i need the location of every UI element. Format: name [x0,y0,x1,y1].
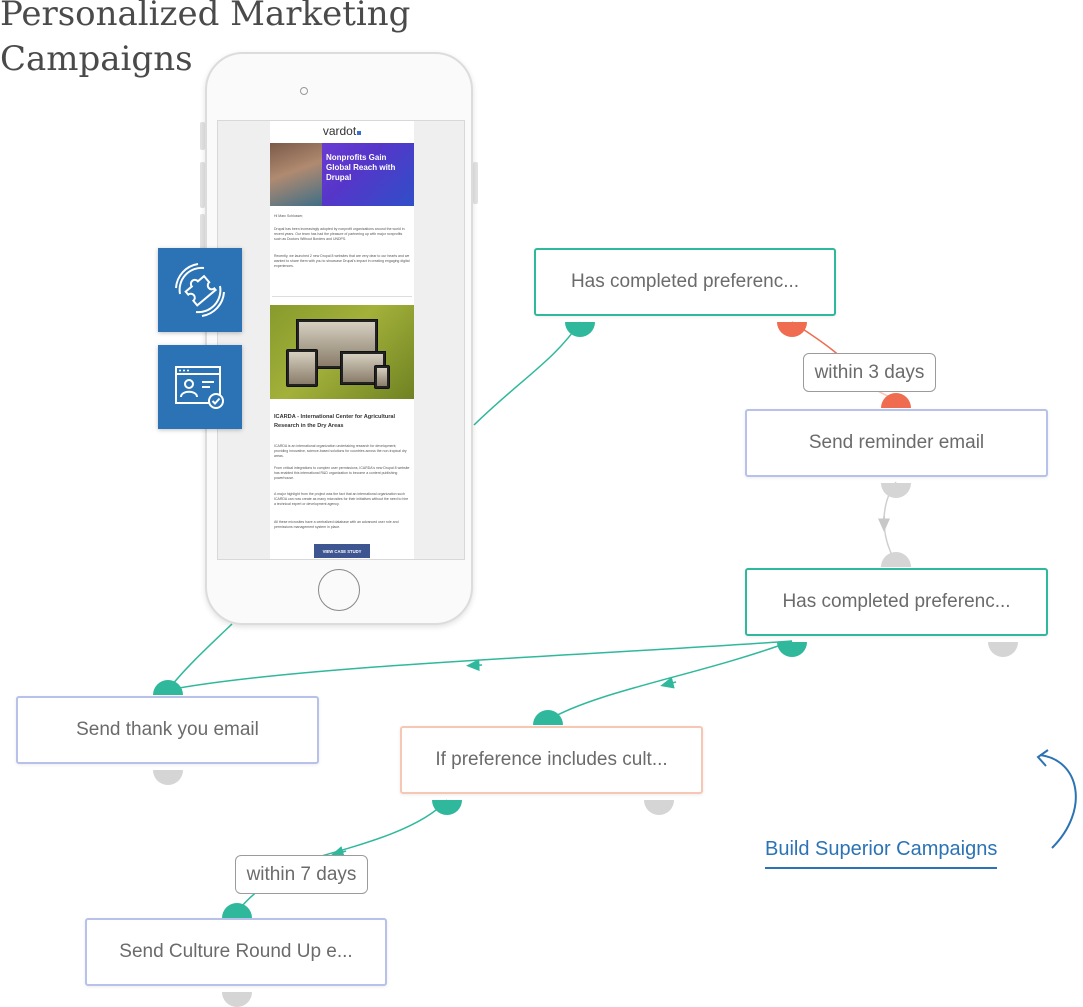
phone-side-button [200,122,205,150]
output-port-no[interactable] [988,642,1018,657]
input-port[interactable] [153,680,183,695]
email-divider [272,296,412,297]
connector-check2-to-includes [547,640,793,721]
output-port-yes[interactable] [432,800,462,815]
input-port[interactable] [881,393,911,408]
output-port-yes[interactable] [777,642,807,657]
case-study-image [270,305,414,399]
connector-phone-to-thankyou [167,623,233,691]
email-greeting: Hi Marc Schlosser, [274,214,304,218]
puzzle-icon [175,263,225,317]
cta-curved-arrow [1039,754,1077,849]
hero-photo [270,143,322,206]
delay-badge-7-days[interactable]: within 7 days [235,855,368,894]
case-study-title: ICARDA - International Center for Agricu… [274,414,396,429]
phone-camera [300,87,308,95]
phone-mockup: vardot Nonprofits Gain Global Reach with… [205,52,473,625]
condition-node-preference-check[interactable]: Has completed preferenc... [534,248,836,316]
output-port-yes[interactable] [565,322,595,337]
input-port[interactable] [222,903,252,918]
integration-tile [158,248,242,332]
connector-includes-to-culture [299,799,448,863]
email-hero-banner: Nonprofits Gain Global Reach with Drupal [270,143,414,206]
output-port-no[interactable] [777,322,807,337]
action-node-send-reminder[interactable]: Send reminder email [745,409,1048,477]
user-profile-tile [158,345,242,429]
email-paragraph: All these microsites have a centralized … [274,520,399,529]
connector-check2-to-thankyou [167,640,793,691]
phone-side-button [200,214,205,260]
phone-screen: vardot Nonprofits Gain Global Reach with… [217,120,465,560]
email-logo: vardot [270,124,414,138]
input-port[interactable] [533,710,563,725]
output-port-no[interactable] [644,800,674,815]
email-paragraph: Drupal has been increasingly adopted by … [274,227,405,241]
output-port[interactable] [881,483,911,498]
output-port[interactable] [153,770,183,785]
phone-side-button [200,162,205,208]
email-paragraph: A major highlight from the project was t… [274,492,409,506]
email-paragraph: From critical integrations to complex us… [274,466,410,480]
phone-home-button [318,569,360,611]
input-port[interactable] [881,552,911,567]
email-paragraph: Recently, we launched 2 new Drupal 8 web… [274,254,410,268]
connector-phone-to-check1 [473,321,581,426]
view-case-study-button[interactable]: VIEW CASE STUDY [314,544,370,558]
condition-node-preference-includes[interactable]: If preference includes cult... [400,726,703,794]
delay-badge-3-days[interactable]: within 3 days [803,353,936,392]
hero-title: Nonprofits Gain Global Reach with Drupal [326,153,396,182]
user-profile-check-icon [175,366,224,409]
action-node-send-thank-you[interactable]: Send thank you email [16,696,319,764]
condition-node-preference-check-2[interactable]: Has completed preferenc... [745,568,1048,636]
email-preview: vardot Nonprofits Gain Global Reach with… [270,121,414,559]
phone-side-button [473,162,478,204]
page-title: Personalized Marketing Campaigns [0,0,411,79]
action-node-send-culture-roundup[interactable]: Send Culture Round Up e... [85,918,387,986]
build-campaigns-link[interactable]: Build Superior Campaigns [765,838,998,869]
email-paragraph: ICARDA is an international organization … [274,444,407,458]
